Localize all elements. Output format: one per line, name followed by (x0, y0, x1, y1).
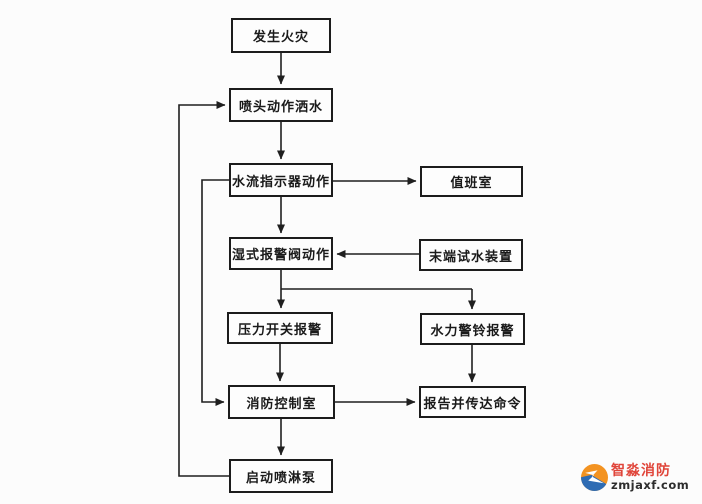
node-end-water-test-device: 末端试水装置 (419, 239, 523, 271)
node-fire-control-room: 消防控制室 (228, 385, 335, 419)
edge-flow-indicator-control-room-feedback (201, 179, 229, 406)
node-start-sprinkler-pump: 启动喷淋泵 (229, 459, 333, 493)
brand-name: 智淼消防 (611, 463, 671, 480)
brand-domain: zmjaxf.com (611, 477, 690, 492)
node-water-flow-indicator: 水流指示器动作 (229, 163, 333, 197)
node-duty-room: 值班室 (420, 166, 523, 197)
node-wet-alarm-valve: 湿式报警阀动作 (229, 237, 333, 270)
node-hydraulic-alarm-bell: 水力警铃报警 (420, 313, 525, 345)
edge-start-pump-sprinkler-feedback (178, 101, 229, 477)
brand-watermark: 智淼消防 zmjaxf.com (581, 464, 689, 491)
node-pressure-switch-alarm: 压力开关报警 (227, 312, 333, 344)
node-fire-occurs: 发生火灾 (231, 18, 331, 53)
node-report-and-relay-orders: 报告并传达命令 (419, 386, 526, 418)
brand-logo-icon (581, 464, 608, 491)
node-sprinkler-head-sprays: 喷头动作洒水 (229, 88, 333, 122)
